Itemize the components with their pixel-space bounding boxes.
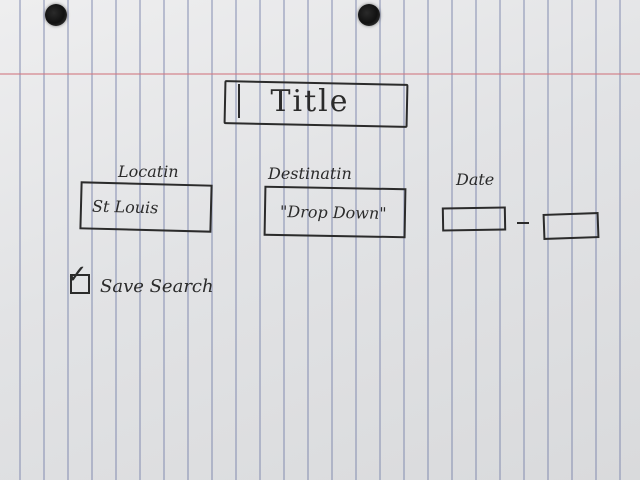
location-label: Locatin bbox=[118, 162, 179, 181]
date-start-input[interactable] bbox=[441, 206, 507, 232]
date-label: Date bbox=[456, 170, 495, 189]
checkmark-icon: ✓ bbox=[66, 260, 88, 290]
destination-dropdown[interactable]: "Drop Down" bbox=[263, 185, 407, 239]
save-search-label: Save Search bbox=[100, 276, 214, 297]
date-range-separator bbox=[517, 222, 529, 224]
paper-margin-line bbox=[0, 73, 640, 75]
destination-label: Destinatin bbox=[268, 164, 352, 183]
location-input[interactable]: St Louis bbox=[79, 181, 213, 233]
save-search-checkbox[interactable] bbox=[70, 274, 90, 294]
page-title: Title bbox=[238, 84, 380, 119]
binder-hole-left bbox=[45, 4, 67, 26]
binder-hole-right bbox=[358, 4, 380, 26]
date-end-input[interactable] bbox=[542, 212, 600, 240]
